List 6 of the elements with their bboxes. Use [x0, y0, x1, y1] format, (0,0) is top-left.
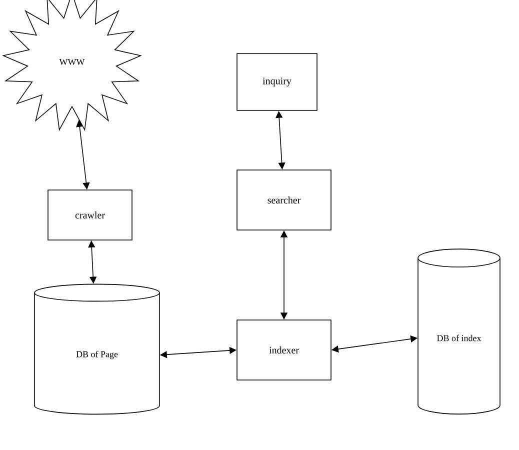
process-box: indexer — [236, 320, 332, 380]
database-cylinder: DB of Page — [34, 284, 160, 415]
process-box: inquiry — [236, 53, 318, 111]
process-box: crawler — [48, 190, 132, 240]
process-box: searcher — [236, 170, 332, 230]
database-cylinder: DB of index — [418, 248, 500, 414]
